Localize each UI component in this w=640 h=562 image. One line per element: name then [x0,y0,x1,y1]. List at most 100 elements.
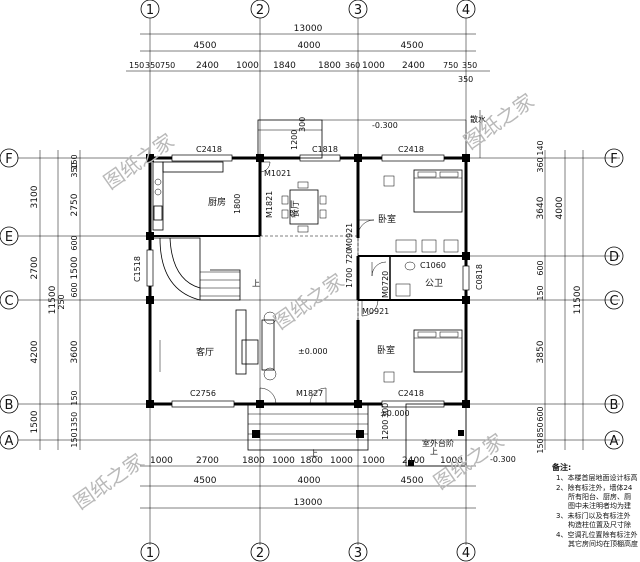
label-outdoor-step: 室外台阶 [422,438,454,448]
dim-right-inner: 850 [536,422,545,437]
dim-left-inner: 1500 [70,256,80,279]
dim-left-inner: 350 [70,162,79,177]
dim-total: 13000 [294,24,323,34]
dim-extra: 350 [458,75,473,84]
dim-bottom-detail: 2400 [402,456,425,466]
note-line: 所有阳台、厨房、厕 [568,492,631,501]
dim-detail: 2400 [196,61,219,71]
axis-label: 3 [354,546,362,561]
dim-bay: 4500 [401,41,424,51]
label-up: 上 [310,449,318,458]
label-downpipe: 散水 [470,114,486,124]
dim-bottom-bay: 4000 [298,476,321,486]
staircase [152,237,241,301]
nightstands [383,175,395,383]
dim-left-total: 11500 [48,285,58,314]
dim-left-inner: 600 [70,282,79,297]
dim-detail: 2400 [402,61,425,71]
top-axis-markers: 1 2 3 4 [140,0,476,19]
elevation-living: ±0.000 [298,347,328,356]
axis-label: C [4,294,13,309]
room-kitchen: 厨房 [208,196,226,208]
sofa-set [159,309,277,381]
room-living: 客厅 [196,346,214,358]
dim-left: 3100 [30,185,40,208]
label-c1060: C1060 [420,261,446,270]
label-m0720: M0720 [381,271,390,298]
dim-left-inner: 150 [70,390,79,405]
dim-bottom-detail: 1000 [440,456,463,466]
elevation-front-out: -0.300 [490,455,516,464]
dim-right-inner: 3640 [536,196,546,219]
axis-label: D [609,250,619,265]
axis-label: 1 [146,3,154,18]
label-c1818: C1818 [312,145,338,154]
label-c2418: C2418 [196,145,222,154]
label-c2418: C2418 [398,389,424,398]
axis-label: A [5,434,14,449]
dim-detail: 350 [462,61,477,70]
axis-label: 4 [462,546,470,561]
doors [259,161,387,405]
dim-left-inner: 2750 [70,193,80,216]
dim-left-inner: 3600 [70,340,80,363]
axis-label: F [5,152,12,167]
room-bedroom-top: 卧室 [378,213,396,225]
dim-right: 4000 [555,196,565,219]
dim-detail: 1840 [273,61,296,71]
axis-label: 2 [256,546,264,561]
windows [146,154,470,408]
dim-detail: 350 [145,61,160,70]
dim-bottom-bay: 4500 [194,476,217,486]
rear-porch [257,110,481,159]
dim-bottom-detail: 1000 [272,456,295,466]
dim-detail: 1800 [318,61,341,71]
dim-right-inner: 150 [536,438,545,453]
label-c0818: C0818 [475,264,484,290]
right-dimensions: 140 360 3640 600 150 3850 600 850 150 40… [536,140,584,454]
dim-detail: 750 [443,61,458,70]
label-m0921: M0921 [362,307,389,316]
dim-mid: 720 [345,249,354,264]
watermark-text: 图纸之家 [69,449,148,515]
dim-left: 1500 [30,410,40,433]
notes-title: 备注: [551,462,571,472]
label-c2756: C2756 [190,389,216,398]
dim-bottom-detail: 1000 [150,456,173,466]
interior-walls [150,158,466,404]
dim-left-inner: 150 [70,432,79,447]
label-up: 上 [430,447,438,456]
dim-left-inner: 250 [57,294,66,309]
dim-right-inner: 140 [536,140,545,155]
axis-label: 2 [256,3,264,18]
dim-mid: 300 [381,403,390,418]
bed-top [413,169,463,213]
note-line: 3、未标门以及有标注外 [556,511,630,520]
bed-bottom [413,329,463,373]
axis-label: A [610,434,619,449]
label-m1821: M1821 [265,191,274,218]
bottom-axis-markers: 1 2 3 4 [140,542,476,562]
note-line: 1、本楼首层地面设计标高 [556,473,637,482]
top-dimensions: 13000 4500 4000 4500 150 350 750 2400 10… [126,24,490,84]
dashed-guides [260,235,359,320]
notes-block: 备注: 1、本楼首层地面设计标高 2、除有标注外，墙体24 所有阳台、厨房、厕 … [551,462,638,548]
axis-label: 3 [354,3,362,18]
dim-left: 4200 [30,340,40,363]
label-m1827: M1827 [296,389,323,398]
dim-detail: 150 [129,61,144,70]
dim-bay: 4500 [194,41,217,51]
axis-label: F [610,152,617,167]
axis-label: 4 [462,3,470,18]
room-bathroom: 公卫 [425,278,443,289]
dim-detail: 750 [160,61,175,70]
axis-label: 1 [146,546,154,561]
dim-right-inner: 360 [536,157,545,172]
bathroom-fixtures [395,239,459,297]
dim-bottom-detail: 1000 [362,456,385,466]
axis-label: C [609,294,618,309]
room-bedroom-bottom: 卧室 [377,344,395,356]
right-axis-markers: F D C B A [604,148,624,450]
dim-mid: 1200 [381,420,390,440]
